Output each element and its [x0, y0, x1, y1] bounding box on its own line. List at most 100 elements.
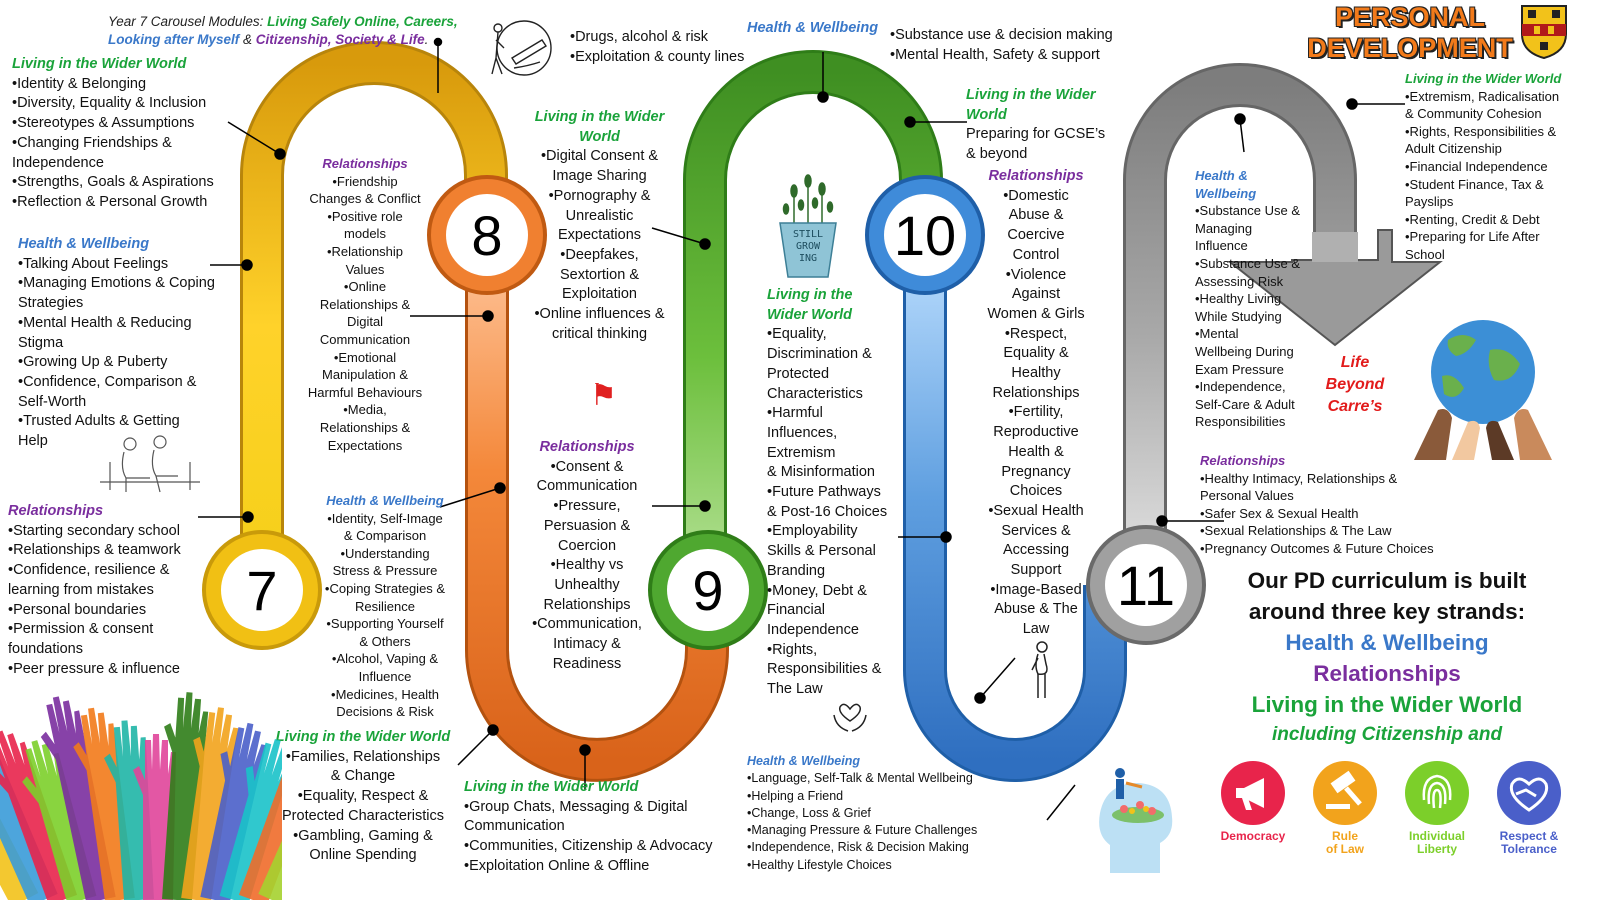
- list-item: •Alcohol, Vaping &: [331, 651, 439, 667]
- list-item: Decisions & Risk: [336, 704, 434, 720]
- list-item: Exam Pressure: [1195, 361, 1284, 377]
- list-item: Abuse & The: [994, 601, 1078, 618]
- strand-wider-world: Living in the Wider World: [1251, 692, 1523, 717]
- list-item: Women & Girls: [987, 305, 1085, 322]
- strands-line-1: Our PD curriculum is built: [1247, 568, 1527, 593]
- list-item: Expectations: [327, 437, 403, 453]
- y7-wider-block: Living in the Wider World •Identity & Be…: [12, 55, 242, 213]
- list-item: Coercion: [557, 537, 617, 554]
- intro-module-3: Citizenship, Society & Life: [255, 32, 425, 47]
- list-item: Strategies: [18, 295, 84, 312]
- list-item: Payslips: [1405, 194, 1454, 210]
- list-item: Wellbeing During: [1195, 343, 1294, 359]
- road-year-10: [903, 235, 1127, 782]
- list-item: •Media,: [343, 402, 387, 418]
- list-item: •Equality,: [767, 326, 827, 343]
- list-item: Unhealthy: [554, 576, 620, 593]
- strands-line-2: around three key strands:: [1248, 599, 1526, 624]
- list-item: Self-Care & Adult: [1195, 396, 1295, 412]
- list-item: •Exploitation & county lines: [570, 48, 745, 65]
- y8-health-heading: Health & Wellbeing: [326, 493, 444, 508]
- list-item: Exploitation: [562, 286, 637, 303]
- list-item: •Identity & Belonging: [12, 75, 147, 92]
- list-item: Preparing for GCSE’s: [966, 126, 1106, 143]
- list-item: •Deepfakes,: [560, 246, 639, 263]
- y9-wider-top-heading-1: Living in the Wider: [534, 109, 665, 125]
- y10-wider-mid-heading-1: Living in the: [767, 287, 853, 303]
- list-item: Equality &: [1003, 345, 1069, 362]
- drugs-sketch-icon: [491, 20, 552, 76]
- list-item: •Image-Based: [990, 581, 1082, 598]
- list-item: •Positive role: [327, 208, 403, 224]
- strand-citizenship: including Citizenship and: [1271, 724, 1503, 745]
- list-item: •Peer pressure & influence: [8, 660, 180, 677]
- list-item: •Mental Health & Reducing: [18, 314, 192, 331]
- list-item: Extremism: [767, 444, 836, 461]
- value-democracy-label: Democracy: [1220, 829, 1286, 843]
- list-item: •Mental Health, Safety & support: [890, 46, 1100, 63]
- list-item: The Law: [767, 681, 823, 698]
- list-item: & Misinformation: [767, 464, 875, 481]
- y10-wider-top-block: Living in the Wider World Preparing for …: [966, 86, 1111, 165]
- list-item: Stigma: [18, 334, 64, 351]
- list-item: Influences,: [767, 424, 838, 441]
- y11-relationships-block: Relationships •Healthy Intimacy, Relatio…: [1200, 452, 1460, 558]
- list-item: •Gambling, Gaming &: [293, 827, 433, 844]
- list-item: •Violence: [1005, 266, 1067, 283]
- list-item: Responsibilities: [1195, 414, 1286, 430]
- y10-health-bottom-heading: Health & Wellbeing: [747, 754, 860, 768]
- list-item: Responsibilities &: [767, 661, 882, 678]
- road-year-7: [240, 41, 508, 590]
- list-item: •Strengths, Goals & Aspirations: [12, 174, 214, 191]
- value-rule-label-2: of Law: [1326, 842, 1364, 856]
- list-item: •Emotional: [333, 349, 397, 365]
- list-item: •Healthy Living: [1195, 291, 1282, 307]
- list-item: •Harmful: [767, 405, 823, 422]
- list-item: •Confidence, Comparison &: [18, 373, 197, 390]
- y9-wider-bottom-block: Living in the Wider World •Group Chats, …: [464, 778, 739, 877]
- mind-growth-illustration: [1099, 768, 1173, 873]
- y11-wider-block: Living in the Wider World •Extremism, Ra…: [1405, 70, 1575, 264]
- y10-wider-top-heading-2: World: [966, 106, 1007, 123]
- list-item: •Drugs, alcohol & risk: [570, 29, 709, 45]
- list-item: Resilience: [355, 598, 415, 614]
- list-item: Independence: [12, 154, 104, 171]
- list-item: •Equality, Respect &: [297, 788, 429, 805]
- list-item: Against: [1011, 286, 1061, 303]
- y8-wider-block: Living in the Wider World •Families, Rel…: [263, 728, 463, 866]
- road-year-11: [1123, 63, 1443, 590]
- raised-hand: [0, 722, 58, 900]
- list-item: •Identity, Self-Image: [327, 510, 443, 526]
- list-item: Influence: [1195, 238, 1248, 254]
- list-item: Coercive: [1007, 227, 1065, 244]
- y11-health-heading-1: Health &: [1195, 168, 1248, 183]
- list-item: Values: [345, 261, 385, 277]
- y7-relationships-block: Relationships •Starting secondary school…: [8, 502, 213, 679]
- y7-relationships-heading: Relationships: [8, 503, 104, 519]
- list-item: •Pressure,: [553, 498, 621, 515]
- list-item: •Supporting Yourself: [326, 616, 444, 632]
- list-item: foundations: [8, 640, 83, 657]
- list-item: •Financial Independence: [1405, 158, 1548, 174]
- year-10-badge: 10: [884, 194, 966, 276]
- list-item: Communication: [464, 818, 565, 835]
- list-item: •Families, Relationships: [285, 748, 441, 765]
- title-line-1: PERSONAL: [1334, 2, 1486, 32]
- list-item: Financial: [767, 602, 826, 619]
- hands-raised-illustration: [0, 692, 282, 900]
- y10-wider-top-heading-1: Living in the Wider: [966, 87, 1096, 103]
- still-growing-pot-illustration: STILL GROW ING: [772, 165, 844, 280]
- list-item: •Coping Strategies &: [324, 580, 446, 596]
- y9-relationships-heading: Relationships: [539, 439, 635, 455]
- y11-health-block: Health & Wellbeing •Substance Use &Manag…: [1195, 167, 1313, 431]
- list-item: Harmful Behaviours: [307, 384, 423, 400]
- page-title: PERSONAL DEVELOPMENT: [1305, 2, 1515, 64]
- pot-text-3: ING: [798, 253, 818, 264]
- raised-hand: [40, 696, 116, 900]
- list-item: •Permission & consent: [8, 621, 154, 638]
- y10-wider-mid-block: Living in the Wider World •Equality,Disc…: [767, 286, 897, 700]
- list-item: models: [344, 226, 386, 242]
- y11-wider-heading: Living in the Wider World: [1405, 71, 1562, 86]
